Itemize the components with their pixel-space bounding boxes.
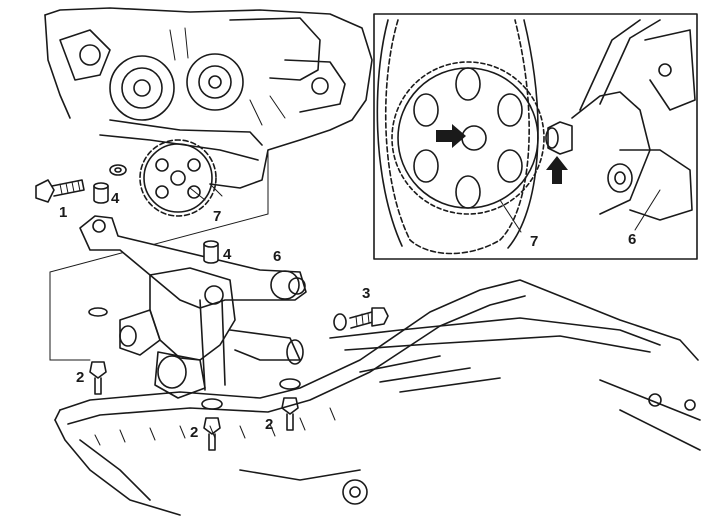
bolt-and-nut bbox=[333, 307, 389, 331]
upper-sprocket bbox=[139, 139, 217, 217]
callout-labels: 1 4 7 4 6 3 2 2 2 7 6 bbox=[59, 189, 661, 441]
upper-washer bbox=[109, 164, 127, 176]
oil-pump-assembly bbox=[79, 215, 307, 399]
arrow-right-icon bbox=[436, 124, 466, 148]
front-bolt bbox=[35, 179, 85, 203]
lower-left-bolt bbox=[88, 307, 108, 395]
callout-sprocket-inset: 7 bbox=[530, 233, 538, 250]
callout-bolt-front: 1 bbox=[59, 204, 67, 221]
upper-spacer bbox=[93, 182, 109, 204]
callout-oil-pump: 6 bbox=[273, 248, 281, 265]
engine-block bbox=[44, 7, 373, 189]
callout-bolt-lower-right: 2 bbox=[265, 416, 273, 433]
detail-inset bbox=[373, 13, 698, 260]
callout-bolt-lower-mid: 2 bbox=[190, 424, 198, 441]
callout-pump-inset: 6 bbox=[628, 231, 636, 248]
callout-sprocket-main: 7 bbox=[213, 208, 221, 225]
callout-bolt-lower-left: 2 bbox=[76, 369, 84, 386]
leader-lines bbox=[49, 149, 269, 361]
oil-pan bbox=[54, 279, 701, 516]
callout-bolt-nut-right: 3 bbox=[362, 285, 370, 302]
lower-mid-bolt bbox=[201, 398, 223, 451]
arrow-up-icon bbox=[546, 156, 568, 184]
callout-spacer-upper-right: 4 bbox=[223, 246, 232, 263]
callout-spacer-upper-left: 4 bbox=[111, 190, 120, 207]
pump-spacer bbox=[203, 240, 219, 264]
